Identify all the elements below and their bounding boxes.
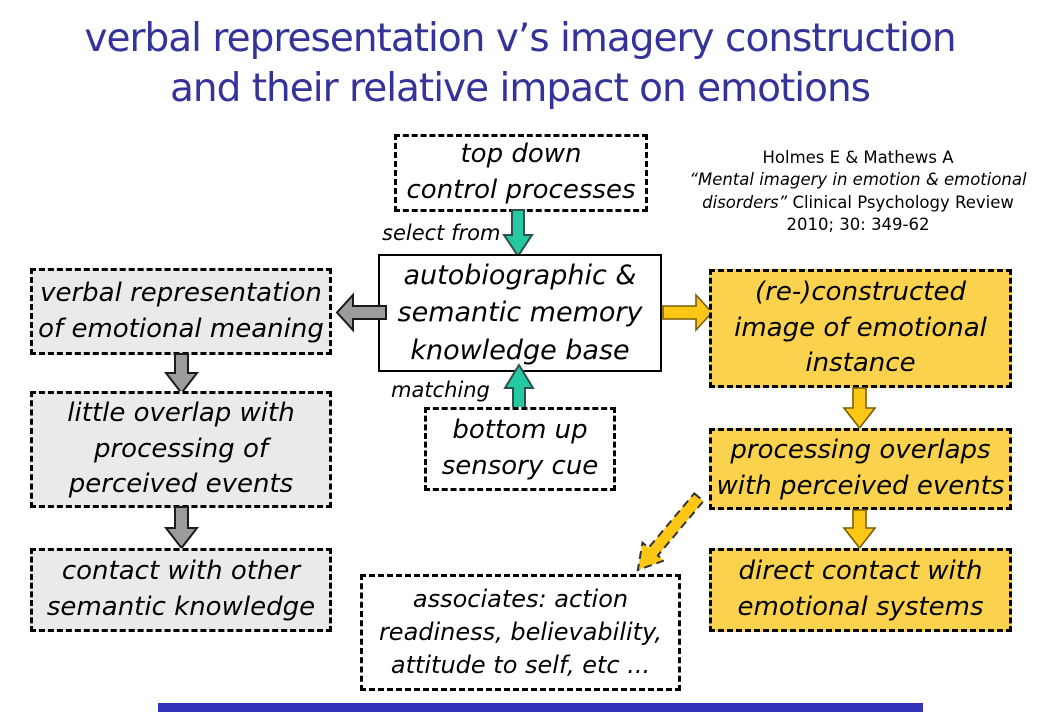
box-knowledge-base: autobiographic & semantic memory knowled… (378, 254, 662, 372)
box-text-line: (re-)constructed (755, 276, 966, 307)
box-associates: associates: action readiness, believabil… (360, 574, 681, 691)
box-text-line: processing of (93, 433, 268, 464)
arrow-to-image-right-icon (662, 292, 714, 333)
title-line-1: verbal representation v’s imagery constr… (84, 16, 956, 61)
box-text-line: verbal representation (40, 277, 322, 308)
box-top-down-control: top down control processes (394, 134, 648, 212)
citation-title-italic-2: disorders” (702, 192, 788, 212)
box-text-line: control processes (406, 175, 636, 205)
box-text-line: attitude to self, etc ... (390, 651, 651, 680)
citation-title-italic: “Mental imagery in emotion & emotional (689, 170, 1027, 190)
box-text-line: perceived events (68, 469, 294, 500)
citation-journal: Clinical Psychology Review (787, 192, 1014, 212)
footer-divider-bar (158, 703, 923, 712)
box-reconstructed-image: (re-)constructed image of emotional inst… (709, 269, 1012, 388)
box-contact-semantic: contact with other semantic knowledge (30, 548, 332, 632)
arrow-image-to-processing-icon (842, 387, 877, 430)
box-verbal-representation: verbal representation of emotional meani… (30, 268, 332, 355)
arrow-verbal-to-overlap-icon (163, 353, 200, 395)
arrow-select-from-down-icon (502, 209, 534, 258)
arrow-processing-to-associates-icon (636, 491, 705, 572)
box-text-line: processing overlaps (730, 435, 991, 466)
box-text-line: semantic knowledge (46, 592, 316, 622)
box-text-line: autobiographic & (403, 260, 637, 292)
box-text-line: emotional systems (737, 592, 984, 622)
box-text-line: readiness, believability, (378, 617, 663, 646)
box-bottom-up-cue: bottom up sensory cue (424, 407, 616, 491)
box-text-line: associates: action (412, 584, 629, 613)
box-text-line: sensory cue (441, 451, 599, 481)
citation-authors: Holmes E & Mathews A (762, 148, 954, 167)
citation-journal-line: disorders” Clinical Psychology Review (688, 192, 1028, 214)
citation-year: 2010; 30: 349-62 (786, 214, 930, 234)
box-text-line: with perceived events (716, 471, 1005, 501)
box-text-line: bottom up (452, 415, 588, 446)
box-text-line: instance (805, 348, 916, 379)
box-text-line: direct contact with (738, 556, 983, 587)
box-text-line: contact with other (61, 556, 301, 587)
box-direct-contact: direct contact with emotional systems (709, 548, 1012, 632)
citation-reference: Holmes E & Mathews A “Mental imagery in … (688, 147, 1028, 236)
citation-title-line: “Mental imagery in emotion & emotional (688, 169, 1028, 191)
arrow-to-verbal-left-icon (335, 292, 387, 333)
title-line-2: and their relative impact on emotions (169, 65, 871, 111)
box-text-line: of emotional meaning (38, 313, 324, 344)
arrow-processing-to-direct-icon (842, 509, 877, 550)
box-text-line: semantic memory (397, 297, 643, 329)
label-matching: matching (391, 378, 490, 402)
box-processing-overlaps: processing overlaps with perceived event… (709, 428, 1012, 510)
box-text-line: knowledge base (410, 334, 630, 366)
box-little-overlap: little overlap with processing of percei… (30, 391, 332, 508)
arrow-overlap-to-contact-icon (163, 506, 200, 550)
box-text-line: top down (460, 139, 582, 170)
slide-title: verbal representation v’s imagery constr… (0, 14, 1040, 113)
box-text-line: image of emotional (734, 312, 987, 343)
box-text-line: little overlap with (67, 397, 295, 428)
label-select-from: select from (382, 221, 501, 245)
